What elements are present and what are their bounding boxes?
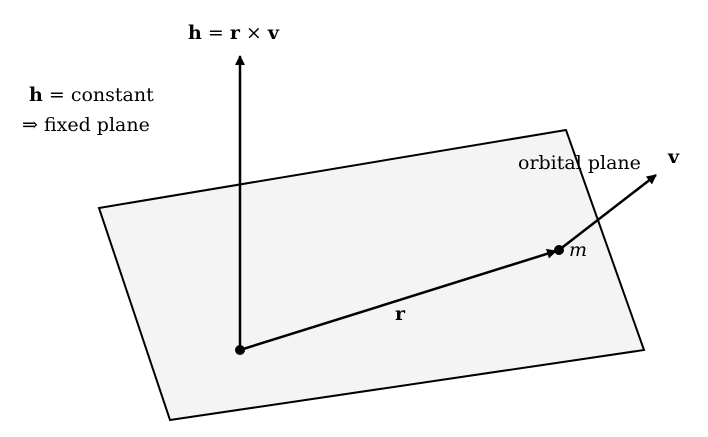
- r-vector-arrow: [239, 248, 557, 352]
- r-label: r: [395, 303, 406, 325]
- v-label: v: [667, 146, 680, 168]
- orbital-plane-shape: [97, 128, 646, 422]
- h-constant-label: h = constant: [29, 84, 154, 106]
- h-equation-label: h = r × v: [188, 22, 280, 44]
- orbital-plane-label: orbital plane: [518, 152, 641, 174]
- m-label: m: [569, 239, 587, 261]
- mass-point: [554, 245, 564, 255]
- origin-point: [235, 345, 245, 355]
- v-vector-arrow: [558, 174, 657, 251]
- fixed-plane-label: ⇒ fixed plane: [22, 114, 150, 136]
